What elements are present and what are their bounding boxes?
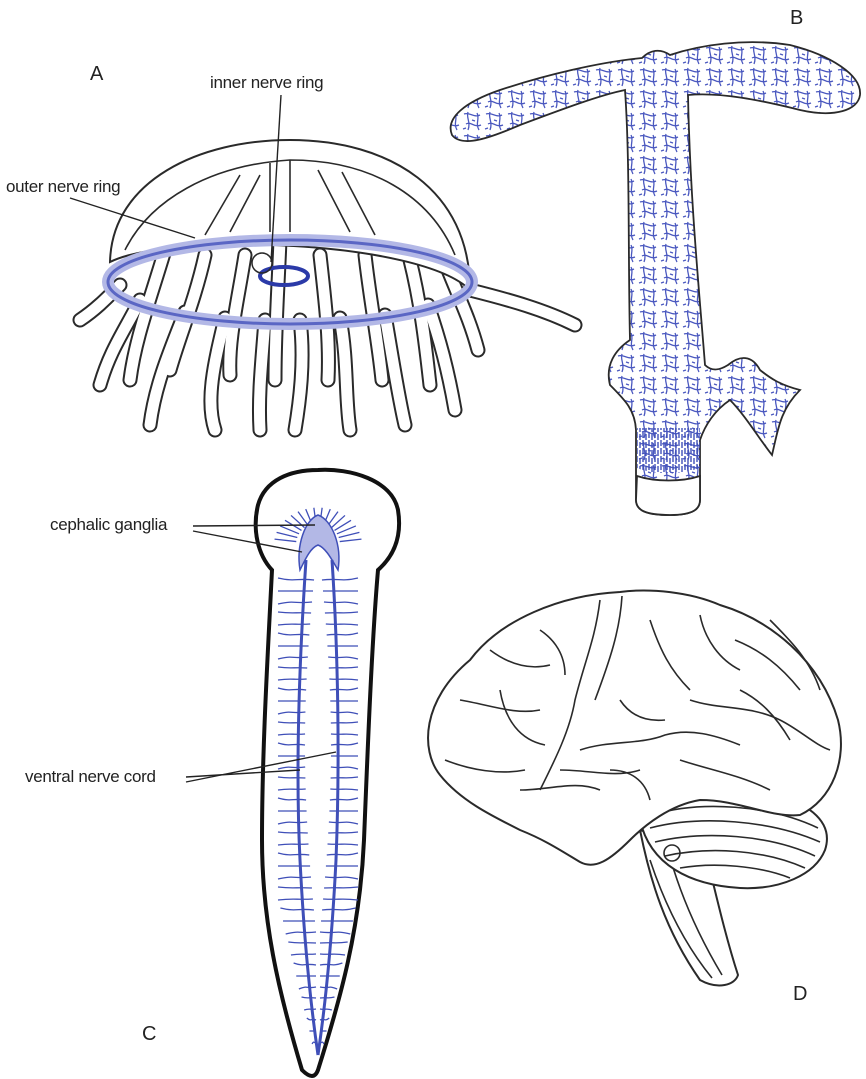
outer-nerve-ring-label: outer nerve ring xyxy=(6,177,120,196)
panel-b-nerve-net: B xyxy=(451,7,860,515)
nerve-net-dense-region xyxy=(637,428,700,473)
panel-c-flatworm: C cephalic ganglia ventral nerve cord xyxy=(25,470,399,1076)
panel-d-brain: D xyxy=(428,591,841,1005)
panel-b-letter: B xyxy=(790,7,803,29)
nerve-net-basal-disc xyxy=(636,476,700,515)
inner-nerve-ring-label: inner nerve ring xyxy=(210,73,323,92)
panel-d-letter: D xyxy=(793,983,807,1005)
cephalic-ganglia-leader-1 xyxy=(193,525,315,526)
jellyfish-tentacles xyxy=(80,240,575,430)
panel-a-letter: A xyxy=(90,63,104,85)
ventral-nerve-cord-label: ventral nerve cord xyxy=(25,767,156,786)
cephalic-ganglia-label: cephalic ganglia xyxy=(50,515,168,534)
panel-c-letter: C xyxy=(142,1023,156,1045)
